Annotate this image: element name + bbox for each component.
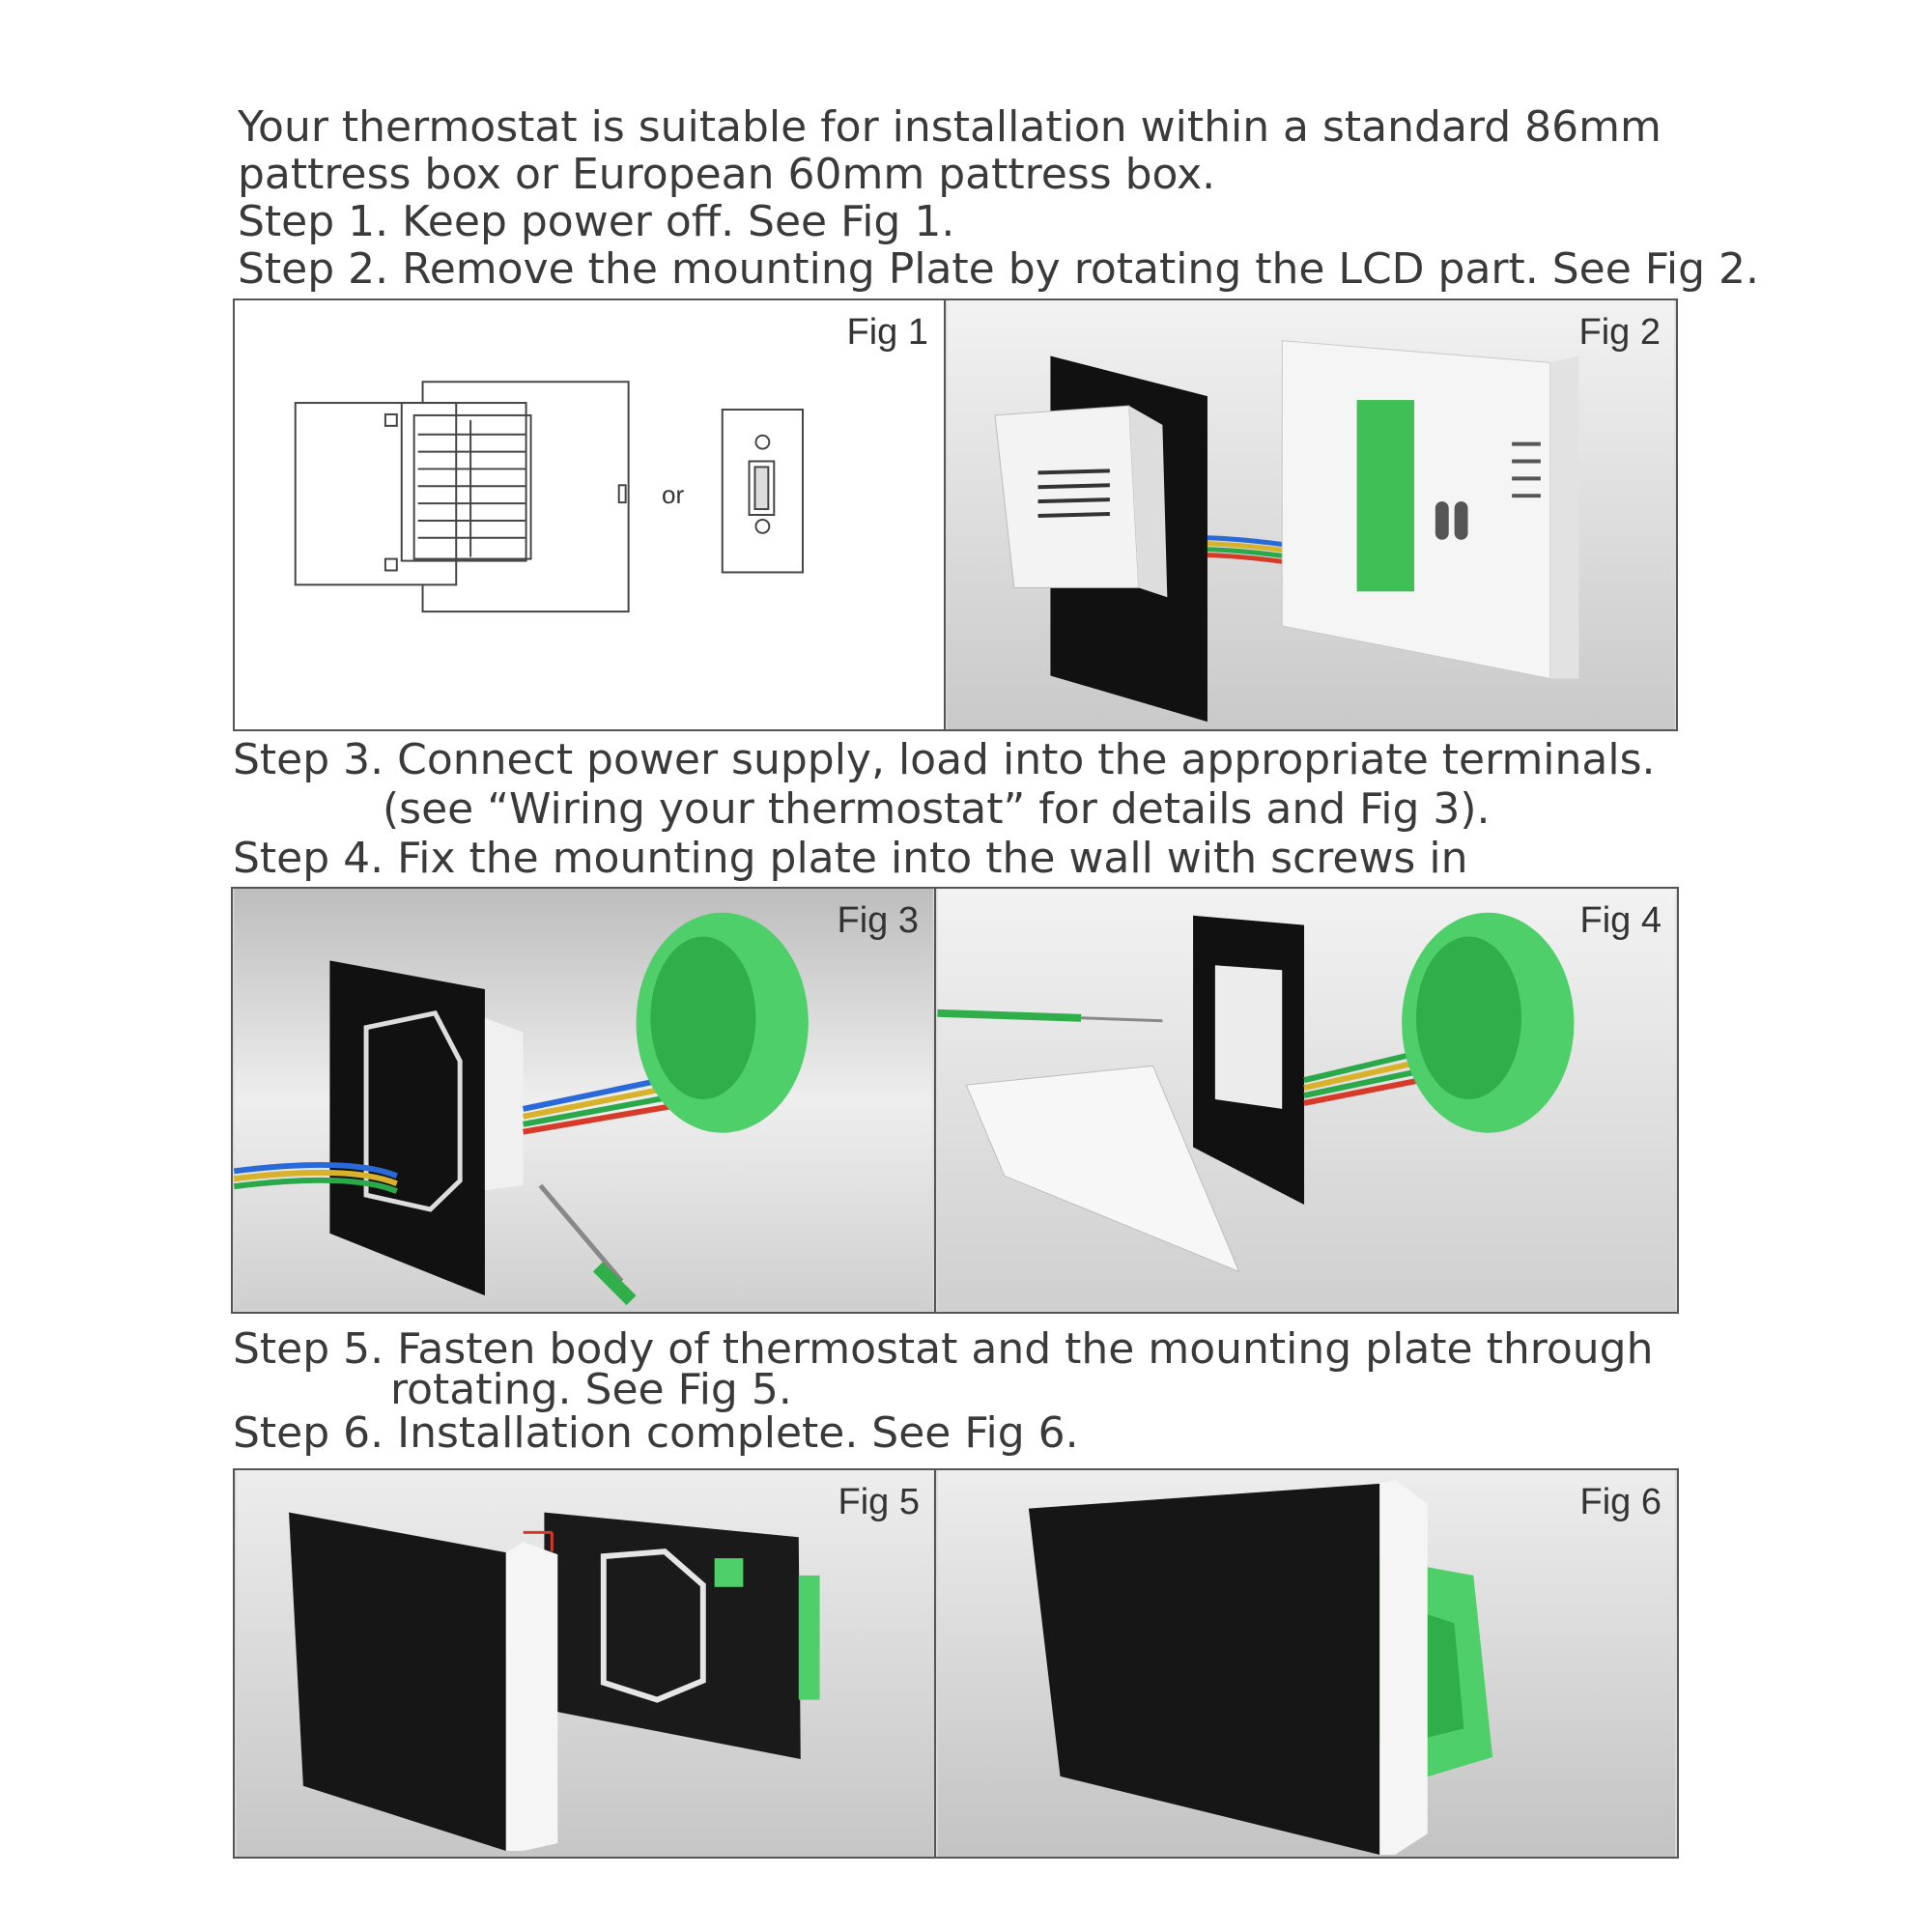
step-6: Step 6. Installation complete. See Fig 6… — [233, 1408, 1079, 1458]
step-5-line-2: rotating. See Fig 5. — [390, 1365, 792, 1414]
step-3-line-1: Step 3. Connect power supply, load into … — [233, 735, 1656, 784]
fig5-label: Fig 5 — [838, 1482, 920, 1522]
fig2-label: Fig 2 — [1578, 312, 1661, 353]
fig6-label: Fig 6 — [1579, 1482, 1662, 1522]
figure-4-panel: Fig 4 — [934, 887, 1679, 1314]
wiring-render — [233, 889, 933, 1312]
fig1-or-label: or — [662, 480, 685, 509]
installed-thermostat-render — [937, 1470, 1676, 1857]
step-5-line-1: Step 5. Fasten body of thermostat and th… — [233, 1324, 1654, 1374]
figure-2-panel: Fig 2 — [944, 298, 1678, 731]
figure-1-panel: or Fig 1 — [233, 298, 946, 731]
step-3-line-2: (see “Wiring your thermostat” for detail… — [383, 784, 1491, 834]
fig3-label: Fig 3 — [837, 900, 919, 941]
step-1: Step 1. Keep power off. See Fig 1. — [238, 197, 955, 246]
mounting-render — [937, 889, 1676, 1312]
fastening-render — [236, 1470, 934, 1857]
intro-line-2: pattress box or European 60mm pattress b… — [238, 150, 1216, 199]
figure-5-panel: Fig 5 — [233, 1468, 937, 1859]
breaker-panel-illustration — [294, 381, 805, 613]
fig1-label: Fig 1 — [846, 312, 928, 353]
figure-6-panel: Fig 6 — [934, 1468, 1679, 1859]
thermostat-disassembly-render — [947, 300, 1675, 729]
step-4: Step 4. Fix the mounting plate into the … — [233, 834, 1468, 883]
fig4-label: Fig 4 — [1579, 900, 1662, 941]
figure-3-panel: Fig 3 — [231, 887, 936, 1314]
step-2: Step 2. Remove the mounting Plate by rot… — [238, 244, 1760, 294]
intro-line-1: Your thermostat is suitable for installa… — [238, 102, 1662, 152]
